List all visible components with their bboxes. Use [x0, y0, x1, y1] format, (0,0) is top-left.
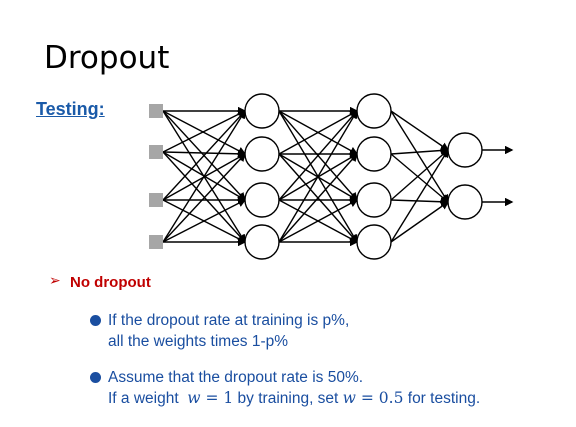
edge-arrow	[278, 152, 358, 243]
edge-arrow	[278, 199, 359, 243]
neuron-circle	[447, 132, 483, 168]
edge-arrow	[162, 109, 246, 201]
edge-arrow	[162, 149, 247, 159]
slide-title: Dropout	[44, 40, 170, 76]
bullet2-line1: Assume that the dropout rate is 50%.	[108, 369, 364, 386]
bullet2-prefix: If a weight	[108, 390, 188, 407]
edge-arrow	[390, 197, 450, 206]
edge-arrow	[278, 109, 358, 243]
bullet2-mid: by training, set	[233, 390, 343, 407]
neuron-circle	[356, 224, 392, 260]
edge-arrow	[162, 199, 247, 243]
edge-arrow	[390, 201, 450, 243]
neuron-circle	[244, 182, 280, 218]
neuron-circle	[244, 136, 280, 172]
neuron-circle	[356, 93, 392, 129]
input-square	[149, 193, 163, 207]
bullet2-suffix: for testing.	[403, 390, 481, 407]
edge-arrow	[390, 110, 450, 151]
weight-eq-1: = 1	[200, 389, 234, 407]
edge-arrow	[390, 146, 450, 155]
edge-arrow	[162, 110, 247, 155]
edge-arrow	[162, 109, 246, 243]
bullet-dot-icon	[90, 315, 101, 326]
input-square	[149, 235, 163, 249]
connection-edges	[162, 106, 514, 247]
bullet-dot-icon	[90, 372, 101, 383]
weight-var-1: w	[187, 389, 201, 407]
edge-arrow	[162, 152, 246, 243]
input-square	[149, 145, 163, 159]
edge-arrow	[390, 148, 449, 243]
input-square	[149, 104, 163, 118]
edge-arrow	[390, 149, 450, 201]
network-nodes	[149, 93, 483, 260]
section-label-testing: Testing:	[36, 99, 105, 119]
neuron-circle	[447, 184, 483, 220]
weight-eq-2: = 0.5	[355, 389, 404, 407]
arrow-bullet-icon: ➢	[49, 272, 61, 288]
edge-arrow	[278, 110, 359, 155]
weight-var-2: w	[342, 389, 356, 407]
neuron-circle	[244, 93, 280, 129]
neuron-circle	[356, 136, 392, 172]
edge-arrow	[162, 110, 247, 153]
edge-arrow	[390, 110, 449, 204]
no-dropout-heading: No dropout	[70, 274, 151, 291]
edge-arrow	[278, 109, 358, 201]
bullet1-line1: If the dropout rate at training is p%,	[108, 312, 350, 329]
neuron-circle	[244, 224, 280, 260]
bullet2-line2: If a weight w = 1 by training, set w = 0…	[108, 388, 480, 409]
neuron-circle	[356, 182, 392, 218]
bullet1-line2: all the weights times 1-p%	[108, 333, 289, 350]
edge-arrow	[390, 153, 450, 203]
